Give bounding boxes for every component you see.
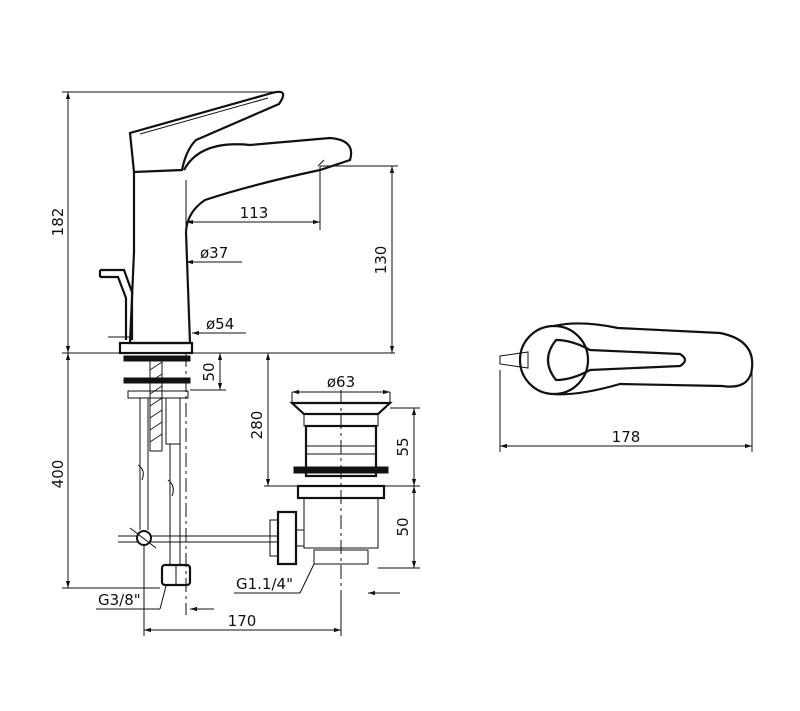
top-view-base [518,324,590,396]
top-view-handle [553,322,754,396]
dimension-labels: 182 113 ø37 ø54 130 50 400 ø63 280 55 50… [49,204,640,630]
dim-spout-height: 130 [372,246,390,275]
dim-handle-length: 178 [612,428,641,446]
dim-offset: 170 [228,612,257,630]
dimension-lines [62,91,753,636]
washer-top [123,355,191,362]
dim-waste-upper: 55 [394,437,412,456]
faucet-body [128,172,192,345]
dim-body-diameter: ø37 [200,244,228,262]
dim-waste-height: 280 [248,411,266,440]
popup-rod [100,268,134,340]
dim-waste-lower: 50 [394,517,412,536]
dim-waste-thread: G1.1/4" [236,575,293,593]
dim-deck-thickness: 50 [200,362,218,381]
faucet-side-view [62,90,395,615]
faucet-top-view [499,322,754,396]
dim-total-height: 182 [49,208,67,237]
washer-bottom [123,377,191,384]
dim-waste-diameter: ø63 [327,373,355,391]
dim-base-diameter: ø54 [206,315,234,333]
lever-handle [128,90,285,174]
dim-spout-reach: 113 [240,204,269,222]
waste-valve [269,390,393,615]
dim-below-deck: 400 [49,460,67,489]
faucet-base [118,341,194,355]
dim-inlet-thread: G3/8" [98,591,141,609]
